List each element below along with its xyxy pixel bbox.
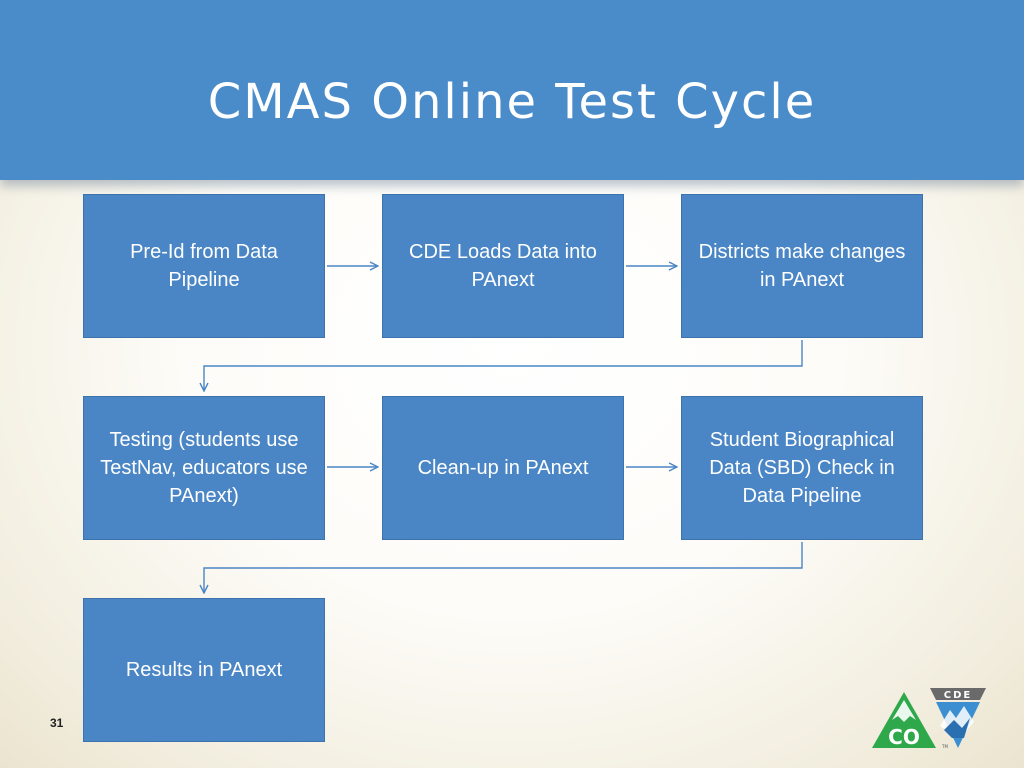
logo-co-text: CO bbox=[888, 725, 920, 749]
step-clean-up: Clean-up in PAnext bbox=[382, 396, 624, 540]
cde-colorado-logo: CO CDE TM bbox=[872, 688, 986, 749]
slide-number: 31 bbox=[50, 716, 64, 730]
arrow-step6-to-step7 bbox=[204, 542, 803, 593]
logo-cde-text: CDE bbox=[944, 690, 972, 701]
arrow-step3-to-step4 bbox=[204, 340, 803, 391]
step-results: Results in PAnext bbox=[83, 598, 325, 742]
step-districts-make-changes: Districts make changes in PAnext bbox=[681, 194, 923, 338]
step-cde-loads-data: CDE Loads Data into PAnext bbox=[382, 194, 624, 338]
step-testing: Testing (students use TestNav, educators… bbox=[83, 396, 325, 540]
logo-tm-text: TM bbox=[941, 744, 948, 749]
step-sbd-check: Student Biographical Data (SBD) Check in… bbox=[681, 396, 923, 540]
title-banner: CMAS Online Test Cycle bbox=[0, 0, 1024, 180]
page-title: CMAS Online Test Cycle bbox=[207, 74, 817, 130]
step-pre-id: Pre-Id from Data Pipeline bbox=[83, 194, 325, 338]
